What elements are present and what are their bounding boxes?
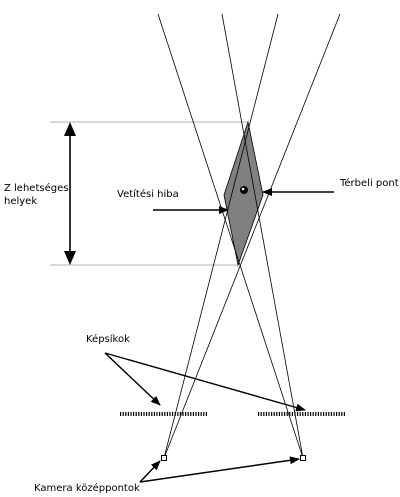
camera-center-arrow-left <box>139 460 161 483</box>
spatial-point-label: Térbeli pont <box>340 178 399 189</box>
left-camera-ray-2 <box>163 13 279 459</box>
z-locations-label: Z lehetséges helyek <box>4 182 68 208</box>
camera-centers-label: Kamera középpontok <box>34 483 140 494</box>
right-camera-center <box>300 455 306 461</box>
left-camera-center <box>161 455 167 461</box>
right-camera-ray-1 <box>157 13 304 459</box>
image-planes-label: Képsíkok <box>86 334 130 345</box>
camera-center-arrow-right <box>139 456 300 483</box>
left-camera-ray-1 <box>163 13 341 459</box>
z-locations-label-line1: Z lehetséges <box>4 183 69 194</box>
spatial-point-marker <box>240 186 248 194</box>
projection-error-label: Vetítési hiba <box>117 189 179 200</box>
z-locations-label-line2: helyek <box>4 196 38 207</box>
image-plane-arrow-right <box>104 352 306 412</box>
spatial-point-highlight <box>241 187 245 191</box>
z-range-arrow-bottom <box>64 251 76 265</box>
image-plane-arrow-left <box>104 352 161 406</box>
right-camera-ray-2 <box>221 13 304 459</box>
z-range-arrow-top <box>64 122 76 136</box>
